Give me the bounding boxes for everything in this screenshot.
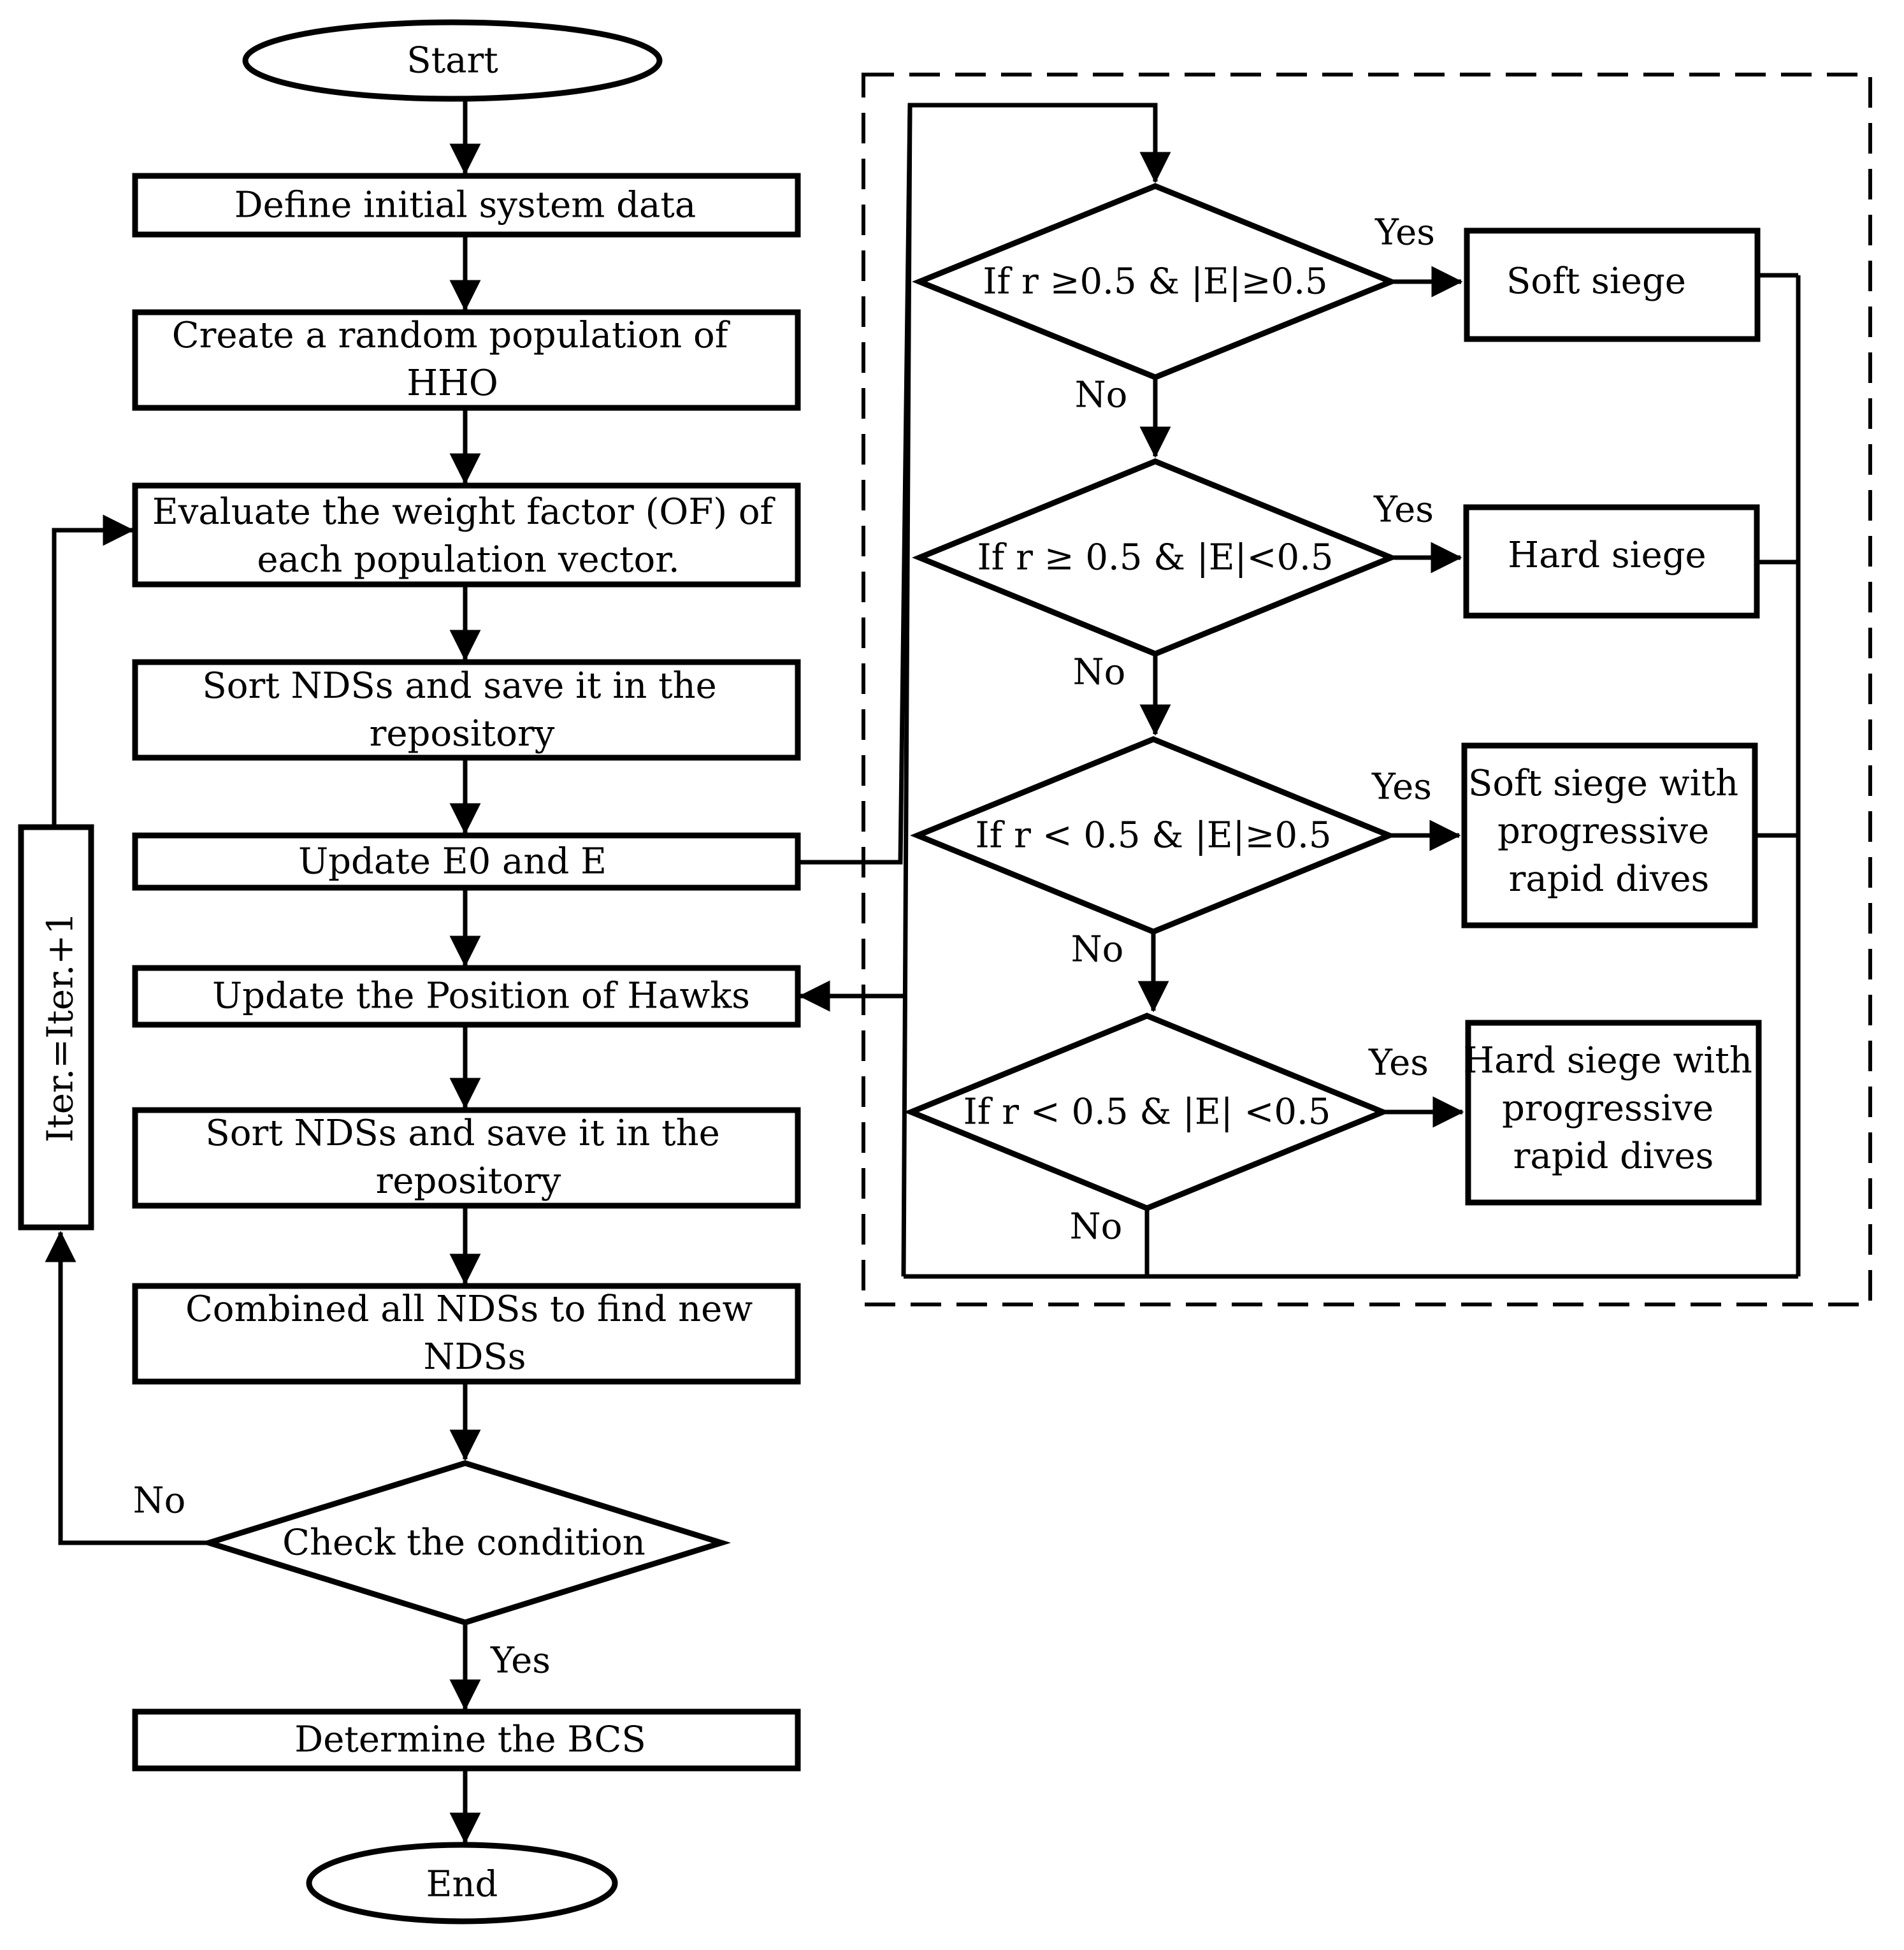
action-3-label: Soft siege with progressive rapid dives (1468, 763, 1750, 900)
action-4-label-line3: rapid dives (1513, 1136, 1714, 1177)
check-condition-label: Check the condition (282, 1522, 645, 1564)
sort1-label: Sort NDSs and save it in the repository (202, 665, 728, 755)
action-2-label: Hard siege (1508, 535, 1706, 576)
start-label: Start (407, 40, 498, 82)
create-label-line2: HHO (407, 363, 498, 404)
action-1-label-line1: Soft siege (1506, 261, 1686, 302)
create-label-line1: Create a random population of (172, 315, 731, 356)
create-box (132, 309, 801, 411)
iter-label: Iter.=Iter.+1 (40, 912, 82, 1143)
update-position-label: Update the Position of Hawks (212, 976, 750, 1017)
update-e-label: Update E0 and E (298, 841, 607, 883)
determine-box (132, 1708, 801, 1772)
decision-2-label: If r ≥ 0.5 & |E|<0.5 (977, 537, 1333, 579)
decision-4-yes-label: Yes (1368, 1043, 1429, 1084)
action-3-label-line2: progressive (1497, 811, 1709, 852)
arrow-check-no-iter (45, 1231, 209, 1545)
decision-3-label: If r < 0.5 & |E|≥0.5 (975, 815, 1331, 856)
sort2-label: Sort NDSs and save it in the repository (205, 1113, 731, 1202)
action-4-label-line2: progressive (1502, 1088, 1713, 1129)
evaluate-label-line2: each population vector. (257, 539, 679, 581)
decision-3-no-label: No (1071, 929, 1124, 971)
dashed-group-boundary (862, 73, 1872, 1306)
decision-3-yes-label: Yes (1371, 767, 1432, 808)
sort2-box (132, 1107, 801, 1209)
decision-1-label: If r ≥0.5 & |E|≥0.5 (983, 261, 1327, 303)
end-terminal (306, 1842, 618, 1925)
sort2-label-line1: Sort NDSs and save it in the (205, 1113, 719, 1154)
sort2-label-line2: repository (376, 1160, 561, 1202)
determine-label: Determine the BCS (294, 1719, 645, 1761)
end-label: End (426, 1864, 498, 1905)
decision-1-yes-label: Yes (1374, 212, 1435, 254)
evaluate-box (132, 482, 801, 588)
evaluate-label-line1: Evaluate the weight factor (OF) of (152, 491, 776, 533)
action-1-box (1464, 227, 1761, 342)
decision-2-no-label: No (1073, 652, 1126, 693)
decision-1-no-label: No (1075, 375, 1128, 416)
create-label: Create a random population of HHO (172, 315, 740, 404)
sort1-label-line2: repository (370, 713, 555, 755)
action-3-label-line1: Soft siege with (1468, 763, 1738, 804)
start-terminal (242, 19, 663, 102)
arrow-iter-evaluate (52, 514, 134, 827)
check-yes-label: Yes (490, 1640, 551, 1682)
action-3-box (1461, 742, 1758, 928)
decision-4-no-label: No (1070, 1206, 1123, 1248)
iter-box (18, 824, 94, 1231)
decision-left-spine (901, 105, 912, 1277)
action-4-label-line1: Hard siege with (1463, 1040, 1752, 1081)
evaluate-label: Evaluate the weight factor (OF) of each … (152, 491, 784, 581)
action-3-label-line3: rapid dives (1509, 858, 1710, 900)
combined-label-line1: Combined all NDSs to find new (185, 1289, 753, 1330)
action-4-label: Hard siege with progressive rapid dives (1463, 1040, 1763, 1177)
sort1-box (132, 659, 801, 761)
combined-label-line2: NDSs (424, 1336, 526, 1378)
check-no-label: No (133, 1480, 186, 1522)
decision-4-label: If r < 0.5 & |E| <0.5 (963, 1092, 1331, 1133)
action-1-label: Soft siege (1506, 261, 1686, 302)
sort1-label-line1: Sort NDSs and save it in the (202, 665, 716, 707)
combined-label: Combined all NDSs to find new NDSs (185, 1289, 764, 1378)
action-2-box (1463, 504, 1760, 619)
decision-2-yes-label: Yes (1373, 489, 1434, 531)
action-4-box (1465, 1020, 1762, 1206)
action-2-label-line1: Hard siege (1508, 535, 1706, 576)
define-label: Define initial system data (234, 185, 696, 226)
